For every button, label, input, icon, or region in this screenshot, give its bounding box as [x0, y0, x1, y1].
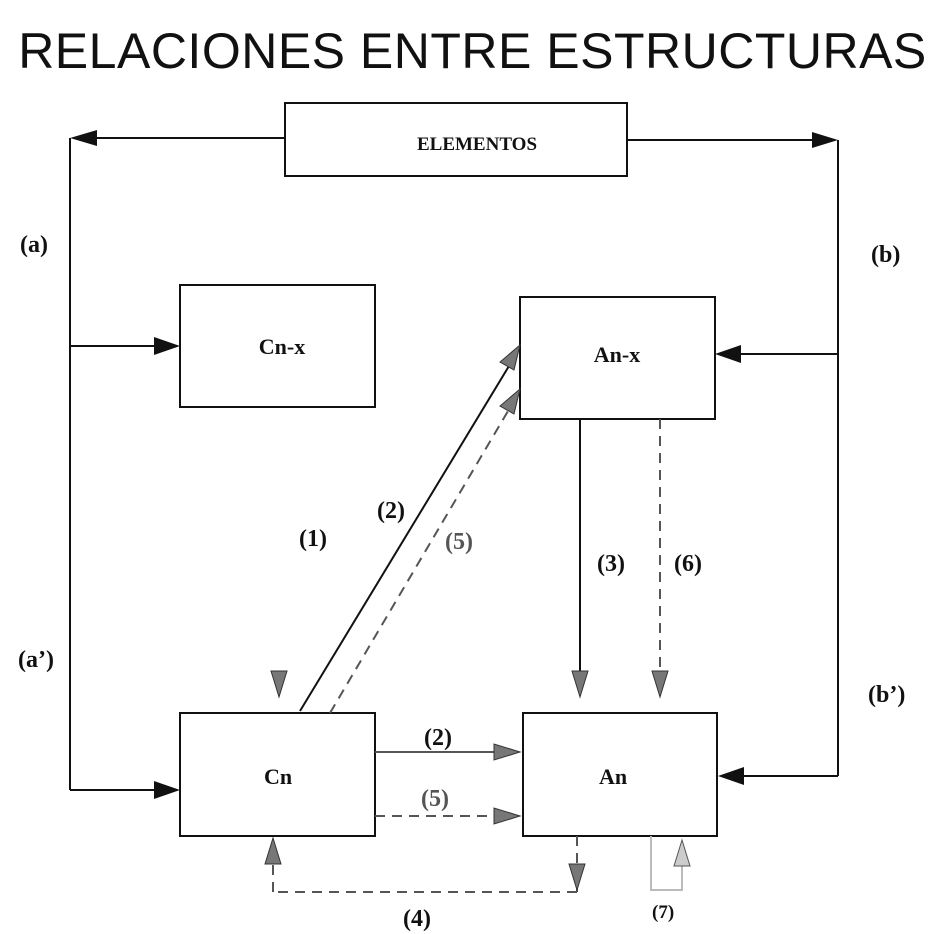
- arrow-right-to-an: [718, 767, 838, 785]
- label-b: (b): [871, 242, 900, 268]
- node-cn-x-label: Cn-x: [259, 334, 305, 359]
- arrow-left-to-cn-x: [70, 337, 180, 355]
- node-cn-label: Cn: [264, 764, 292, 789]
- arrow-an-x-to-an-dashed: [651, 419, 669, 699]
- arrow-cn-to-an-dashed: [375, 807, 522, 825]
- arrow-an-x-to-an-solid: [571, 419, 589, 699]
- node-an-x-label: An-x: [594, 342, 640, 367]
- node-cn-x: Cn-x: [179, 284, 376, 408]
- label-relation-5-diagonal: (5): [445, 529, 473, 555]
- arrow-right-to-an-x: [715, 345, 838, 363]
- arrow-cn-to-an-x-solid: [299, 343, 521, 712]
- label-b-prime: (b’): [868, 682, 905, 708]
- arrow-into-cn-top: [270, 670, 288, 699]
- label-relation-2-diagonal: (2): [377, 498, 405, 524]
- label-relation-4: (4): [403, 906, 431, 932]
- arrow-elementos-right: [627, 132, 839, 776]
- arrow-cn-to-an-solid: [375, 743, 522, 761]
- label-relation-5-horizontal: (5): [421, 786, 449, 812]
- label-relation-1: (1): [299, 526, 327, 552]
- node-elementos: ELEMENTOS: [284, 102, 628, 177]
- arrow-an-self-loop: [650, 836, 691, 891]
- page-title: RELACIONES ENTRE ESTRUCTURAS: [18, 23, 927, 79]
- node-cn: Cn: [179, 712, 376, 837]
- label-relation-6: (6): [674, 551, 702, 577]
- label-relation-7: (7): [652, 902, 674, 923]
- node-elementos-label: ELEMENTOS: [417, 134, 537, 155]
- label-a-prime: (a’): [18, 647, 54, 673]
- arrow-left-to-cn: [70, 781, 180, 799]
- arrow-elementos-left: [69, 130, 285, 790]
- label-relation-2-horizontal: (2): [424, 725, 452, 751]
- label-relation-3: (3): [597, 551, 625, 577]
- arrow-an-to-cn-dashed: [264, 836, 586, 893]
- node-an-label: An: [599, 764, 627, 789]
- node-an-x: An-x: [519, 296, 716, 420]
- label-a: (a): [20, 232, 48, 258]
- node-an: An: [522, 712, 718, 837]
- arrow-cn-to-an-x-dashed: [329, 387, 521, 714]
